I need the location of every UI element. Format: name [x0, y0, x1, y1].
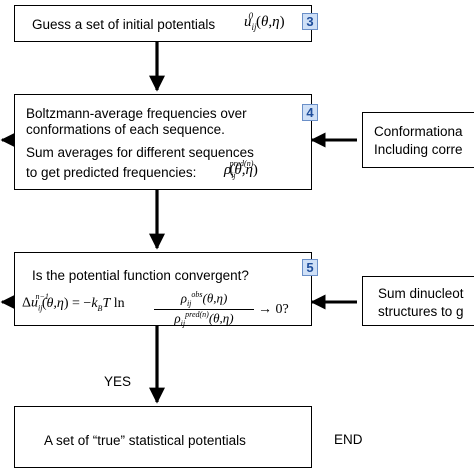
box-boltzmann-average: [14, 94, 312, 190]
box2-line3: Sum averages for different sequences: [26, 145, 254, 160]
step-badge-3: 3: [302, 13, 318, 30]
box4-text: A set of “true” statistical potentials: [44, 433, 246, 448]
convergence-formula: Δuijn−1(θ,η) = −kBT ln: [22, 292, 125, 313]
side-box-conformational: [362, 112, 474, 168]
box-initial-potentials: [14, 5, 312, 42]
convergence-question: Is the potential function convergent?: [32, 268, 249, 283]
box2-line2: conformations of each sequence.: [26, 122, 225, 137]
side1-line1: Conformationa: [374, 124, 463, 139]
box-initial-potentials-text: Guess a set of initial potentials: [32, 17, 216, 32]
step-badge-4: 4: [302, 104, 318, 121]
predicted-frequency-formula: ρijpred(n)(θ,η): [224, 159, 258, 180]
side2-line2: structures to g: [378, 304, 464, 319]
box2-line4: to get predicted frequencies:: [26, 165, 197, 180]
side2-line1: Sum dinucleot: [378, 286, 464, 301]
box-convergence-check: [14, 252, 312, 326]
end-label: END: [334, 432, 363, 447]
convergence-fraction: ρijobs(θ,η) ρijpred(n)(θ,η): [154, 290, 254, 328]
convergence-limit: → 0?: [258, 302, 289, 317]
step-badge-5: 5: [302, 259, 318, 276]
yes-label: YES: [104, 374, 132, 389]
box-true-potentials: [14, 406, 312, 468]
side-box-dinucleotide: [362, 276, 474, 326]
box2-line1: Boltzmann-average frequencies over: [26, 106, 247, 121]
initial-potential-formula: uij0(θ,η): [244, 11, 285, 32]
side1-line2: Including corre: [374, 142, 463, 157]
